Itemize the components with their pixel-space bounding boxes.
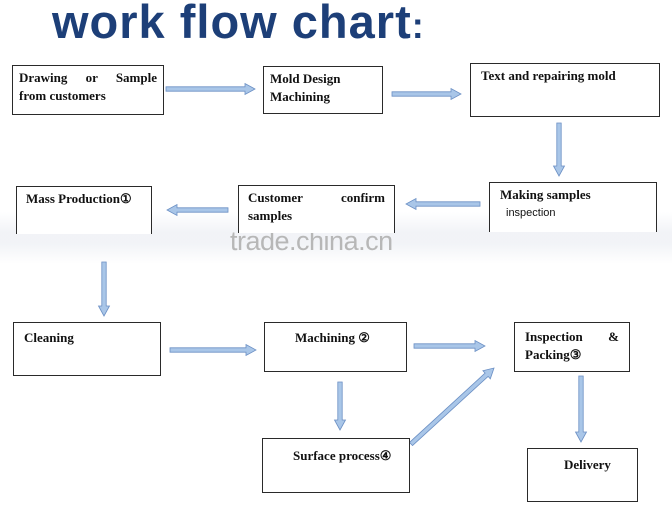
node-label: inspection xyxy=(506,207,556,219)
node-label: samples xyxy=(248,208,293,223)
node-label: Drawing or Sample xyxy=(19,70,157,85)
arrow-mass-to-cleaning xyxy=(97,261,111,317)
arrow-surface-to-inspection xyxy=(408,367,495,447)
arrow-inspection-to-delivery xyxy=(574,375,588,443)
node-label: Packing③ xyxy=(525,347,582,362)
node-text-repair: Text and repairing mold xyxy=(470,63,660,117)
node-making-samples: Making samples inspection xyxy=(489,182,657,232)
node-surface-process: Surface process④ xyxy=(262,438,410,493)
node-label: Mold Design xyxy=(270,71,341,86)
arrow-cleaning-to-machining xyxy=(169,343,257,357)
node-label: from customers xyxy=(19,88,106,103)
node-label: Making samples xyxy=(500,187,591,202)
node-label: Customer confirm xyxy=(248,190,385,205)
node-customer-confirm: Customer confirm samples xyxy=(238,185,395,233)
node-label: Machining ② xyxy=(295,330,370,345)
node-inspection-packing: Inspection & Packing③ xyxy=(514,322,630,372)
node-drawing-sample: Drawing or Sample from customers xyxy=(12,65,164,115)
node-label: Cleaning xyxy=(24,330,74,345)
node-label: Mass Production① xyxy=(26,191,132,206)
node-mass-production: Mass Production① xyxy=(16,186,152,234)
arrow-making-to-customer xyxy=(405,197,481,211)
arrow-mold-to-text xyxy=(391,87,462,101)
page-title: work flow chart: xyxy=(52,0,425,48)
node-delivery: Delivery xyxy=(527,448,638,502)
node-machining: Machining ② xyxy=(264,322,407,372)
arrow-text-to-making xyxy=(552,122,566,177)
arrow-drawing-to-mold xyxy=(165,82,256,96)
arrow-customer-to-mass xyxy=(166,203,229,217)
node-label: Delivery xyxy=(564,457,611,472)
node-label: Text and repairing mold xyxy=(481,68,616,83)
arrow-machining-to-surface xyxy=(333,381,347,431)
node-label: Machining xyxy=(270,89,330,104)
arrow-machining-to-inspection xyxy=(413,339,486,353)
node-label: Surface process④ xyxy=(293,448,392,463)
node-cleaning: Cleaning xyxy=(13,322,161,376)
node-mold-design: Mold Design Machining xyxy=(263,66,383,114)
node-label: Inspection & xyxy=(525,329,619,344)
